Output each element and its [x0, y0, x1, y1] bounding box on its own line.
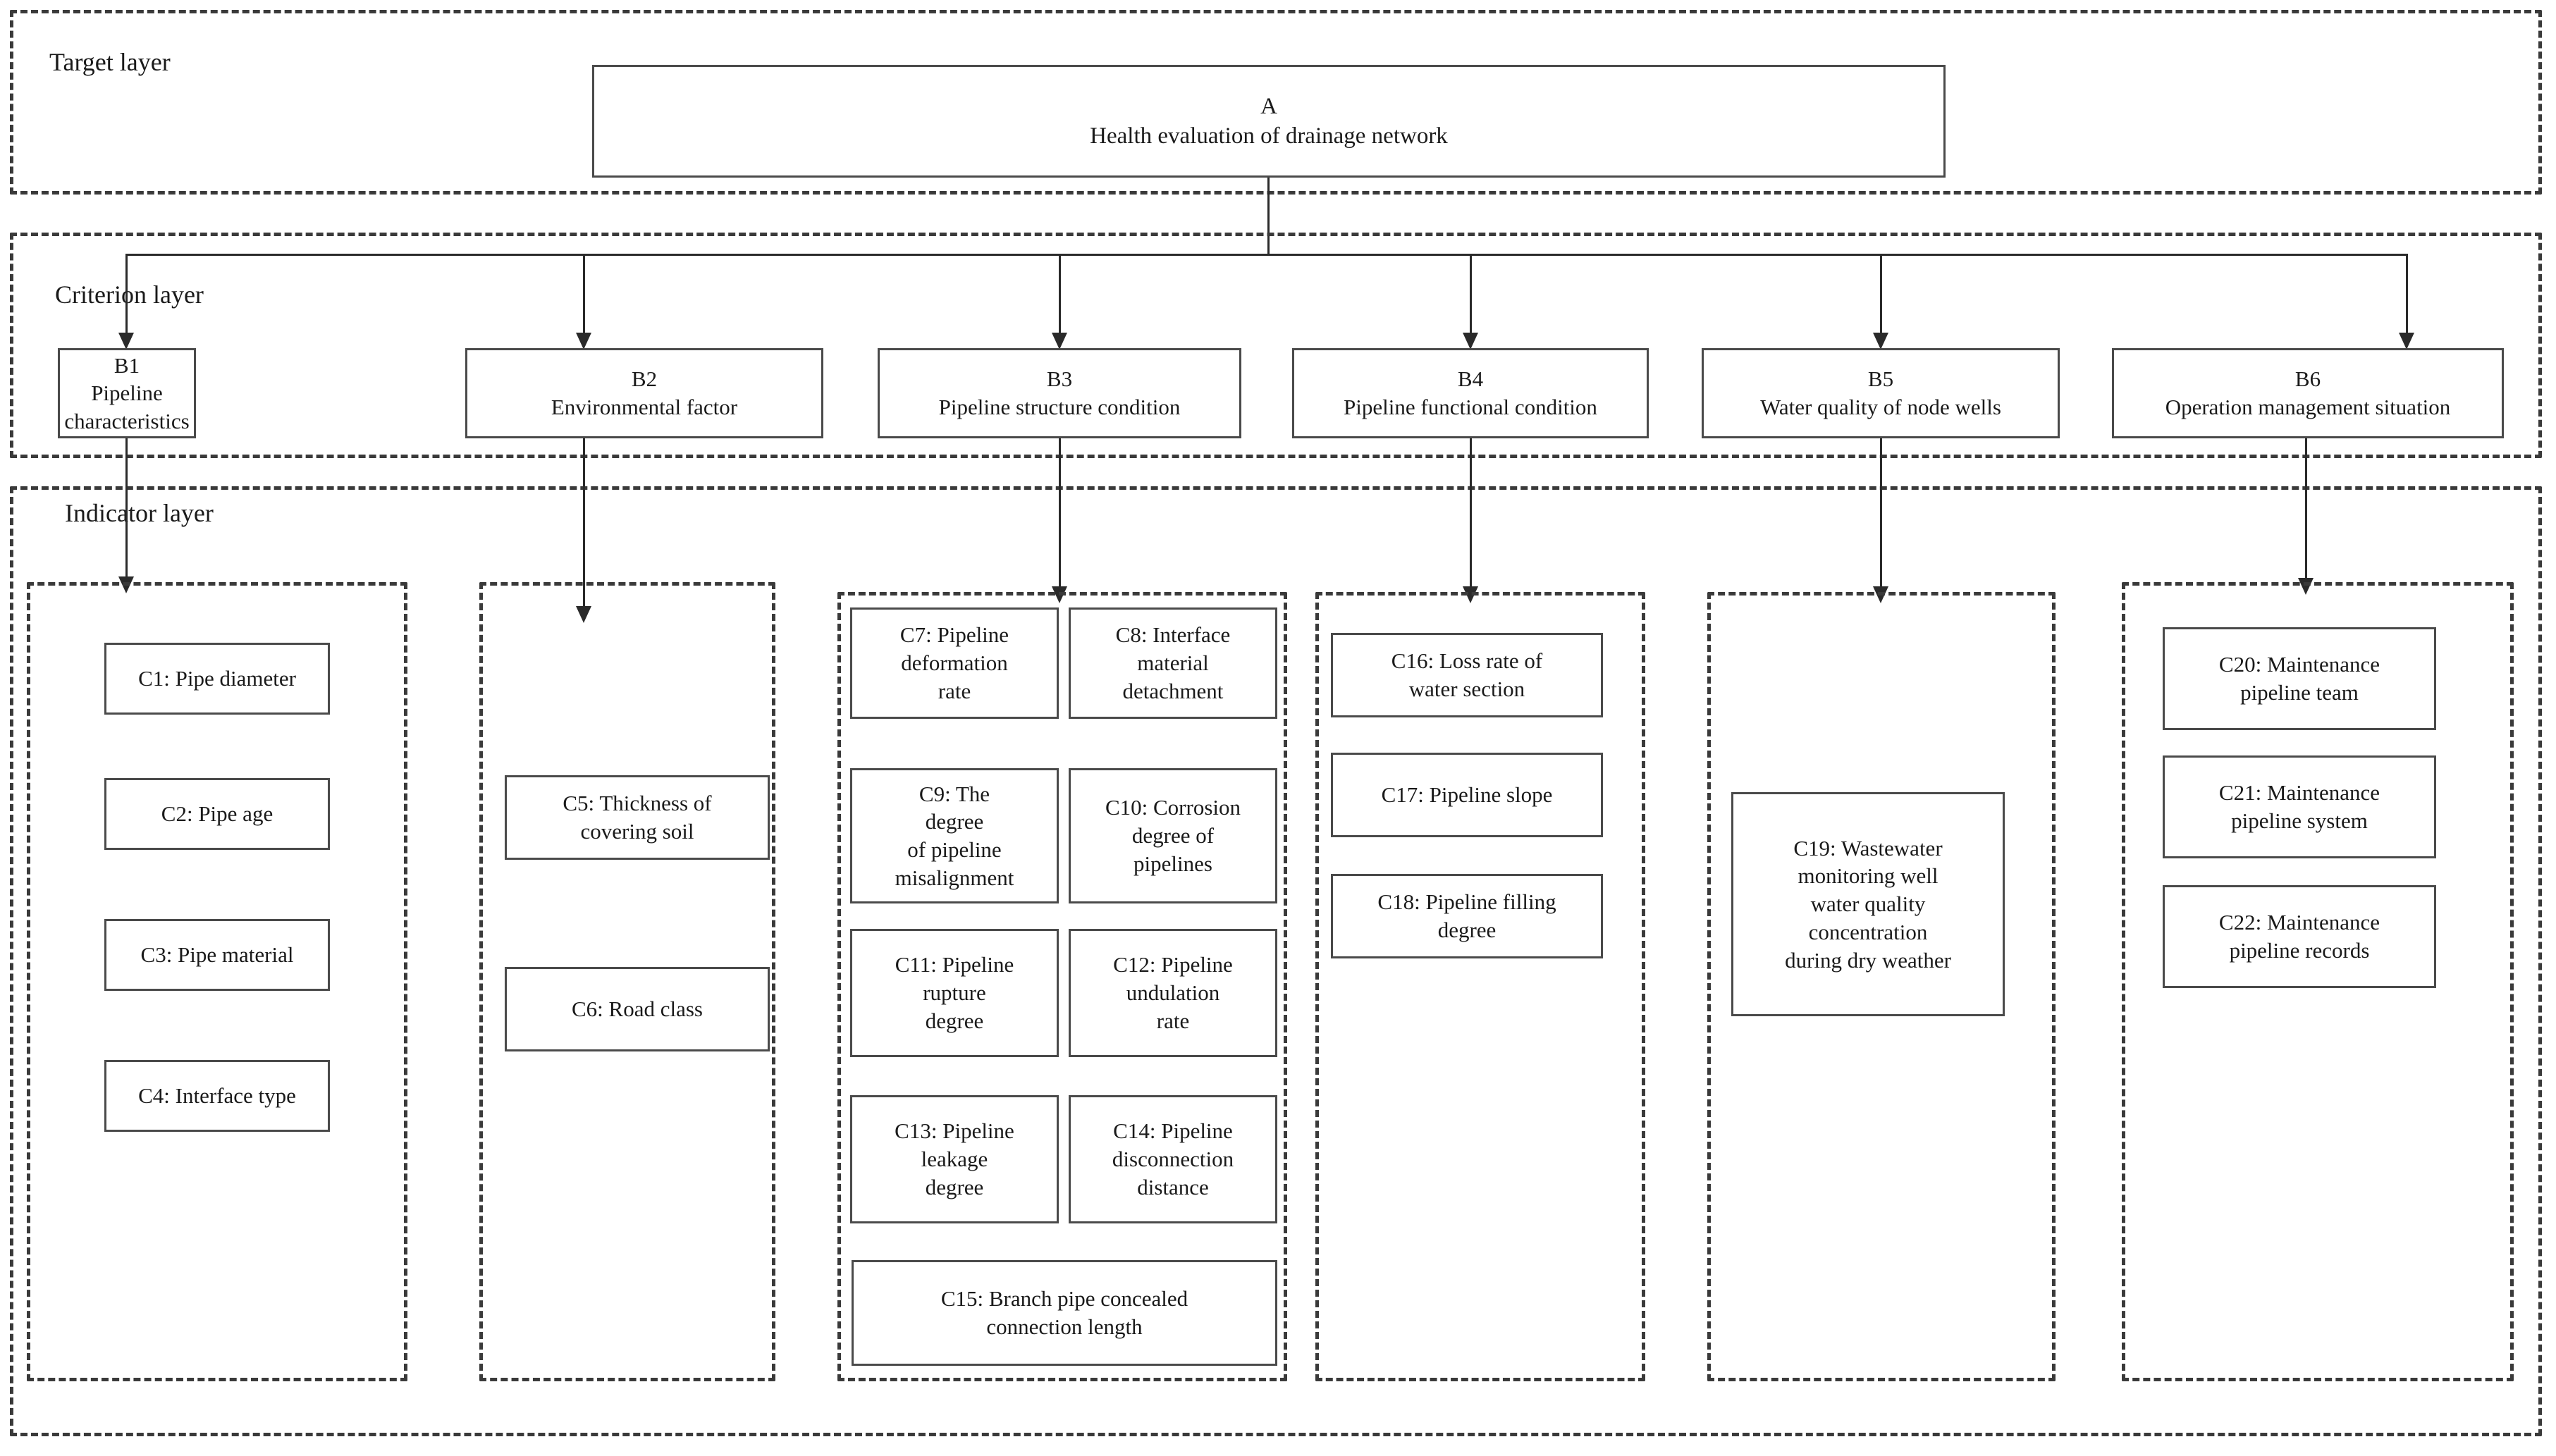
node-C16-caption: C16: Loss rate of water section [1391, 648, 1543, 701]
node-C21-caption: C21: Maintenance pipeline system [2218, 780, 2380, 833]
node-C18[interactable]: C18: Pipeline filling degree [1331, 874, 1603, 958]
node-B5[interactable]: B5 Water quality of node wells [1702, 348, 2060, 438]
node-C3[interactable]: C3: Pipe material [104, 919, 330, 991]
connector-B1-stem [125, 438, 128, 578]
node-C1[interactable]: C1: Pipe diameter [104, 643, 330, 715]
node-A-code: A [1260, 93, 1277, 119]
indicator-group-B6 [2122, 582, 2514, 1381]
node-C7[interactable]: C7: Pipeline deformation rate [850, 607, 1059, 719]
node-B1-caption: Pipeline characteristics [64, 381, 190, 433]
arrowhead-group-B2 [576, 606, 591, 623]
arrowhead-B3 [1052, 333, 1067, 350]
node-B3-code: B3 [1046, 366, 1073, 392]
node-C20-caption: C20: Maintenance pipeline team [2218, 652, 2380, 705]
node-B6-caption: Operation management situation [2165, 395, 2451, 419]
connector-B4-stem [1470, 438, 1472, 588]
node-C6-caption: C6: Road class [572, 997, 703, 1022]
node-A[interactable]: A Health evaluation of drainage network [592, 65, 1946, 178]
arrowhead-B4 [1463, 333, 1478, 350]
node-C5-caption: C5: Thickness of covering soil [563, 791, 712, 844]
node-A-caption: Health evaluation of drainage network [1090, 123, 1448, 149]
connector-A-to-B3 [1059, 254, 1061, 333]
node-B2-code: B2 [631, 366, 658, 392]
indicator-group-B4 [1315, 592, 1645, 1381]
arrowhead-B2 [576, 333, 591, 350]
connector-criterion-bus [125, 254, 2408, 256]
indicator-layer-label: Indicator layer [65, 499, 214, 527]
connector-A-to-B6 [2406, 254, 2408, 333]
indicator-group-B1 [27, 582, 407, 1381]
node-C10[interactable]: C10: Corrosion degree of pipelines [1069, 768, 1277, 903]
connector-A-to-B4 [1470, 254, 1472, 333]
connector-A-to-B5 [1880, 254, 1882, 333]
arrowhead-B6 [2399, 333, 2414, 350]
indicator-group-B3 [837, 592, 1287, 1381]
node-C7-caption: C7: Pipeline deformation rate [899, 622, 1009, 703]
node-C11-caption: C11: Pipeline rupture degree [895, 952, 1014, 1033]
connector-B2-stem [583, 438, 585, 607]
node-C12-caption: C12: Pipeline undulation rate [1113, 952, 1233, 1033]
criterion-layer-frame [10, 233, 2542, 458]
node-C19-caption: C19: Wastewater monitoring well water qu… [1785, 835, 1951, 973]
node-C15-caption: C15: Branch pipe concealed connection le… [940, 1286, 1188, 1339]
node-B6[interactable]: B6 Operation management situation [2112, 348, 2504, 438]
node-C17-caption: C17: Pipeline slope [1381, 782, 1553, 808]
node-C1-caption: C1: Pipe diameter [138, 666, 296, 691]
arrowhead-B1 [118, 333, 134, 350]
node-B6-code: B6 [2294, 366, 2321, 392]
arrowhead-B5 [1873, 333, 1888, 350]
connector-A-to-B2 [583, 254, 585, 333]
node-C4[interactable]: C4: Interface type [104, 1060, 330, 1132]
target-layer-frame [10, 10, 2542, 195]
node-C17[interactable]: C17: Pipeline slope [1331, 753, 1603, 837]
node-C11[interactable]: C11: Pipeline rupture degree [850, 929, 1059, 1057]
node-B4[interactable]: B4 Pipeline functional condition [1292, 348, 1649, 438]
connector-B3-stem [1059, 438, 1061, 588]
node-B4-caption: Pipeline functional condition [1344, 395, 1597, 419]
node-C12[interactable]: C12: Pipeline undulation rate [1069, 929, 1277, 1057]
node-C15[interactable]: C15: Branch pipe concealed connection le… [852, 1260, 1277, 1366]
node-C13-caption: C13: Pipeline leakage degree [895, 1118, 1014, 1199]
node-B3[interactable]: B3 Pipeline structure condition [878, 348, 1241, 438]
node-B4-code: B4 [1457, 366, 1484, 392]
connector-B5-stem [1880, 438, 1882, 588]
connector-A-stem [1267, 178, 1270, 255]
node-C8-caption: C8: Interface material detachment [1115, 622, 1231, 703]
node-C13[interactable]: C13: Pipeline leakage degree [850, 1095, 1059, 1223]
node-B2[interactable]: B2 Environmental factor [465, 348, 823, 438]
node-C14[interactable]: C14: Pipeline disconnection distance [1069, 1095, 1277, 1223]
indicator-group-B5 [1707, 592, 2056, 1381]
target-layer-label: Target layer [49, 48, 171, 76]
connector-B6-stem [2305, 438, 2307, 579]
node-C10-caption: C10: Corrosion degree of pipelines [1105, 795, 1241, 876]
node-C22-caption: C22: Maintenance pipeline records [2218, 910, 2380, 963]
node-B1-code: B1 [113, 352, 140, 378]
node-B5-code: B5 [1867, 366, 1894, 392]
node-C16[interactable]: C16: Loss rate of water section [1331, 633, 1603, 717]
node-C14-caption: C14: Pipeline disconnection distance [1112, 1118, 1234, 1199]
node-C18-caption: C18: Pipeline filling degree [1377, 889, 1556, 942]
node-C6[interactable]: C6: Road class [505, 967, 770, 1051]
node-C4-caption: C4: Interface type [138, 1083, 296, 1109]
node-B5-caption: Water quality of node wells [1760, 395, 2001, 419]
node-C2[interactable]: C2: Pipe age [104, 778, 330, 850]
node-C9-caption: C9: The degree of pipeline misalignment [895, 781, 1014, 890]
criterion-layer-label: Criterion layer [55, 280, 204, 309]
indicator-group-B2 [479, 582, 775, 1381]
node-C19[interactable]: C19: Wastewater monitoring well water qu… [1731, 792, 2005, 1016]
node-C5[interactable]: C5: Thickness of covering soil [505, 775, 770, 860]
node-C20[interactable]: C20: Maintenance pipeline team [2163, 627, 2436, 730]
node-C22[interactable]: C22: Maintenance pipeline records [2163, 885, 2436, 988]
connector-A-to-B1 [125, 254, 128, 333]
indicator-layer-frame [10, 486, 2542, 1436]
node-C2-caption: C2: Pipe age [161, 801, 274, 827]
node-C21[interactable]: C21: Maintenance pipeline system [2163, 755, 2436, 858]
node-C3-caption: C3: Pipe material [140, 942, 294, 968]
node-B2-caption: Environmental factor [551, 395, 738, 419]
node-B1[interactable]: B1 Pipeline characteristics [58, 348, 196, 438]
node-C8[interactable]: C8: Interface material detachment [1069, 607, 1277, 719]
node-C9[interactable]: C9: The degree of pipeline misalignment [850, 768, 1059, 903]
node-B3-caption: Pipeline structure condition [938, 395, 1181, 419]
